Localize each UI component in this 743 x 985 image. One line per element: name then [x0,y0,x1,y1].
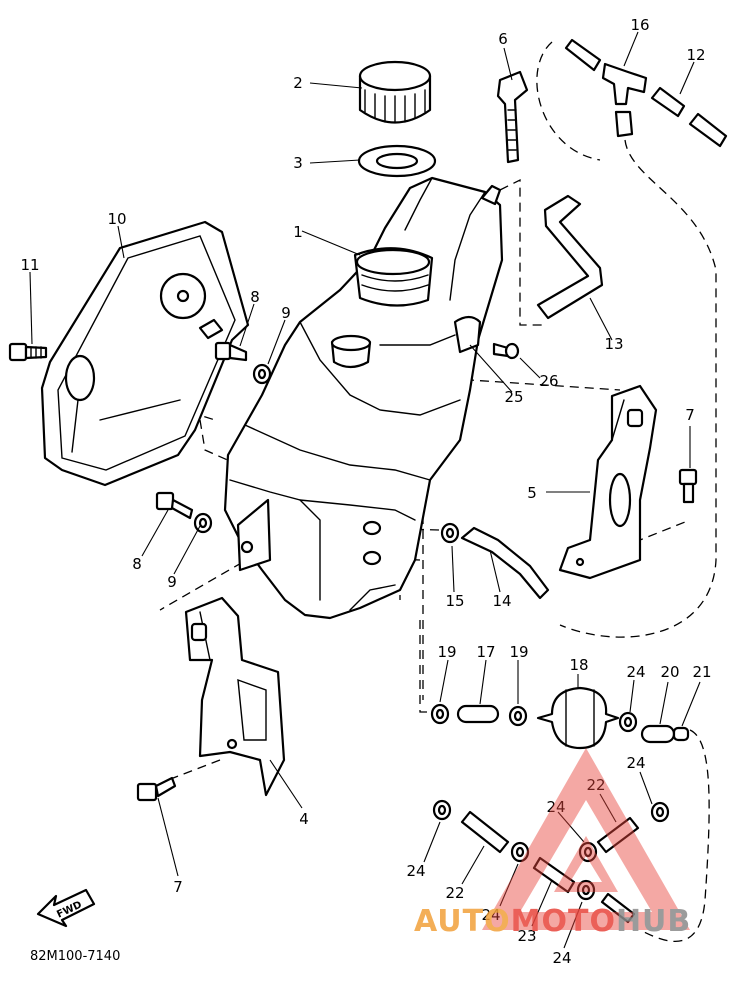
callout-22-right: 22 [586,776,605,794]
callout-8-lower: 8 [132,555,142,573]
bolt-7-lower [136,776,177,802]
hose-20 [640,724,676,744]
callout-2: 2 [293,74,303,92]
callout-15: 15 [445,592,464,610]
callout-17: 17 [476,643,495,661]
fuel-filter-18 [536,686,620,750]
bracket-4 [184,596,286,797]
callout-10: 10 [107,210,126,228]
callout-7-lower: 7 [173,878,183,896]
watermark-text: AUTOMOTOHUB [414,904,691,939]
band-clip [496,70,529,164]
t-joint-16 [601,62,648,106]
clamp-24-b [650,801,670,823]
watermark-part-moto: MOTO [511,904,616,939]
callout-23: 23 [517,927,536,945]
callout-24-c: 24 [406,862,425,880]
bolt-8-upper [214,341,248,362]
callout-16: 16 [630,16,649,34]
washer-9-lower [193,512,213,534]
fuel-cap [358,60,432,124]
hose-22-left [460,810,510,854]
callout-3: 3 [293,154,303,172]
callout-18: 18 [569,656,588,674]
callout-11: 11 [20,256,39,274]
callout-19-left: 19 [437,643,456,661]
clamp-24-e [578,841,598,863]
callout-1: 1 [293,223,303,241]
callout-24-f: 24 [552,949,571,967]
hose-14 [460,526,550,600]
forward-arrow: FWD [36,888,96,928]
screw-26 [492,342,520,360]
callout-19-right: 19 [509,643,528,661]
bracket-5 [558,384,658,580]
clamp-19-right [508,705,528,727]
bolt-7-right [678,468,698,504]
clamp-24-d [510,841,530,863]
diagram-code: 82M100-7140 [30,949,120,964]
callout-14: 14 [492,592,511,610]
clamp-24-a [618,711,638,733]
callout-24-a: 24 [626,663,645,681]
hose-17 [456,704,500,724]
callout-6: 6 [498,30,508,48]
callout-5: 5 [527,484,537,502]
bolt-8-lower [155,491,194,520]
callout-24-e: 24 [481,906,500,924]
callout-25: 25 [504,388,523,406]
hose-12-top [564,38,728,148]
callout-9-upper: 9 [281,304,291,322]
leader-lines [29,31,701,949]
washer-9-upper [252,363,272,385]
clamp-15 [440,522,460,544]
heat-shield-plate [40,220,250,487]
callout-8-upper: 8 [250,288,260,306]
callout-26: 26 [539,372,558,390]
callout-20: 20 [660,663,679,681]
cap-gasket [357,144,437,178]
watermark-part-hub: HUB [616,904,691,939]
watermark-inner-triangle-icon [554,836,618,892]
callout-7-right: 7 [685,406,695,424]
watermark-logo: AUTOMOTOHUB [414,748,691,939]
hose-23 [532,856,576,894]
joint-lower [600,892,636,924]
hose-22-right [596,816,640,854]
bolt-11 [8,342,48,362]
watermark-triangle-icon [482,748,690,930]
callout-21: 21 [692,663,711,681]
clamp-24-f [576,879,596,901]
callout-13: 13 [604,335,623,353]
callout-22-left: 22 [445,884,464,902]
callout-labels: 1 2 3 4 5 6 7 7 8 8 9 9 10 11 12 13 14 1… [20,16,711,967]
hose-13 [536,194,604,320]
callout-24-b: 24 [626,754,645,772]
clamp-19-left [430,703,450,725]
watermark-part-auto: AUTO [414,904,511,939]
rubber-grommet [198,318,224,340]
callout-12: 12 [686,46,705,64]
fuel-tank [223,176,504,620]
callout-9-lower: 9 [167,573,177,591]
clamp-24-c [432,799,452,821]
callout-4: 4 [299,810,309,828]
joint-21 [672,726,690,742]
callout-24-d: 24 [546,798,565,816]
